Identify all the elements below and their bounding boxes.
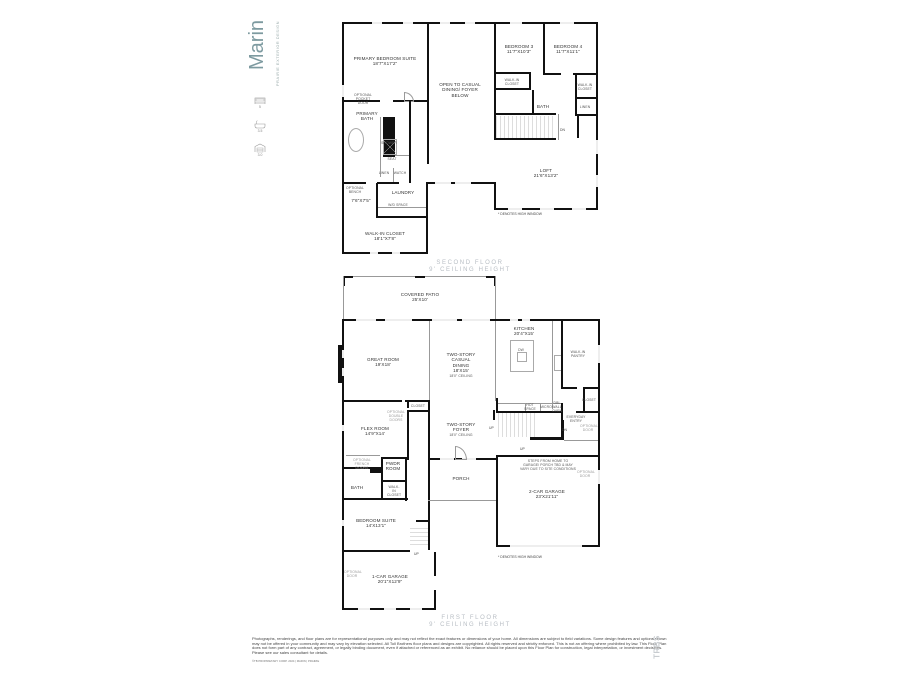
shower bbox=[383, 139, 397, 155]
note-wd-space: W/D SPACE bbox=[388, 203, 408, 207]
label-shower: SHOWER bbox=[381, 141, 397, 145]
room-primary-bath: PRIMARY BATH bbox=[356, 111, 378, 122]
note-optional-bench: OPTIONAL BENCH bbox=[346, 186, 364, 194]
stairs-to-garage bbox=[410, 525, 428, 545]
garage-icon bbox=[254, 143, 266, 153]
copyright-text: ©TB PROPRIETARY CORP. 2024 | MARIN | PRA… bbox=[252, 659, 320, 663]
room-open-to-below: OPEN TO CASUAL DINING/ FOYER BELOW bbox=[439, 82, 481, 98]
room-bath-first: BATH bbox=[350, 485, 364, 490]
note-optional-double-doors: OPTIONAL DOUBLE DOORS bbox=[387, 410, 405, 422]
note-optional-door-garage: OPTIONAL DOOR bbox=[577, 470, 595, 478]
room-walkin-b4: WALK-IN CLOSET bbox=[577, 83, 593, 91]
stairs-first-floor bbox=[498, 413, 538, 437]
bed-icon bbox=[254, 97, 266, 104]
room-everyday-entry: EVERYDAY ENTRY bbox=[566, 415, 586, 423]
room-porch: PORCH bbox=[452, 476, 470, 481]
note-optional-door-1car: OPTIONAL DOOR bbox=[344, 570, 362, 578]
label-dw: DW bbox=[518, 348, 524, 352]
room-walkin-b3: WALK-IN CLOSET bbox=[504, 78, 520, 86]
spec-bedrooms: 5 bbox=[252, 96, 268, 109]
kitchen-island bbox=[510, 340, 534, 372]
stair-up-foyer: UP bbox=[489, 426, 494, 430]
room-closet-kitchen: CLOSET bbox=[581, 398, 597, 402]
label-oven: DBL WALL OVEN bbox=[551, 401, 562, 413]
room-closet-flex: CLOSET bbox=[410, 404, 426, 408]
label-micro: MICRO bbox=[540, 405, 552, 409]
room-laundry: LAUNDRY bbox=[391, 190, 415, 195]
spec-baths-value: 3.5 bbox=[257, 129, 263, 133]
bathtub bbox=[348, 128, 364, 152]
stair-up-garage: UP bbox=[520, 447, 525, 451]
room-walkin-closet-first: WALK-IN CLOSET bbox=[387, 485, 402, 497]
kitchen-sink bbox=[517, 352, 527, 362]
label-linen-primary: LINEN bbox=[378, 171, 390, 175]
stair-dn-second: DN bbox=[560, 128, 565, 132]
room-linen-second: LINEN bbox=[579, 105, 591, 109]
brand-logo: TRBS bbox=[652, 635, 662, 659]
spec-garage-value: 3.0 bbox=[257, 153, 263, 157]
stairs-second-floor bbox=[496, 116, 556, 138]
spec-bedrooms-value: 5 bbox=[259, 105, 261, 109]
note-high-window-second: * DENOTES HIGH WINDOW bbox=[498, 212, 542, 216]
bath-icon bbox=[254, 120, 266, 129]
note-steps-garage: STEPS FROM HOME TO GARAGE/ PORCH TBD & M… bbox=[520, 459, 576, 471]
label-hot-space: HOT SPACE bbox=[524, 403, 536, 411]
spec-garage: 3.0 bbox=[252, 143, 268, 157]
label-wc: WATCH bbox=[393, 171, 407, 175]
spec-baths: 3.5 bbox=[252, 120, 268, 133]
room-small-dims: 7'6"X7'5" bbox=[351, 198, 371, 203]
room-powder: PWDR ROOM bbox=[385, 461, 401, 472]
stair-up-1car: UP bbox=[414, 552, 419, 556]
room-walkin-pantry: WALK-IN PANTRY bbox=[570, 350, 586, 358]
disclaimer-text: Photographs, renderings, and floor plans… bbox=[252, 636, 667, 655]
stair-dn-first: DN bbox=[562, 428, 567, 432]
label-seat: SEAT bbox=[387, 157, 397, 161]
note-high-window-first: * DENOTES HIGH WINDOW bbox=[498, 555, 542, 559]
note-optional-door-entry: OPTIONAL DOOR bbox=[580, 424, 598, 432]
room-bath-second: BATH bbox=[536, 104, 550, 109]
note-optional-pocket-door: OPTIONAL POCKET DOOR bbox=[354, 93, 372, 105]
note-optional-french-doors: OPTIONAL FRENCH DOORS bbox=[353, 458, 371, 470]
